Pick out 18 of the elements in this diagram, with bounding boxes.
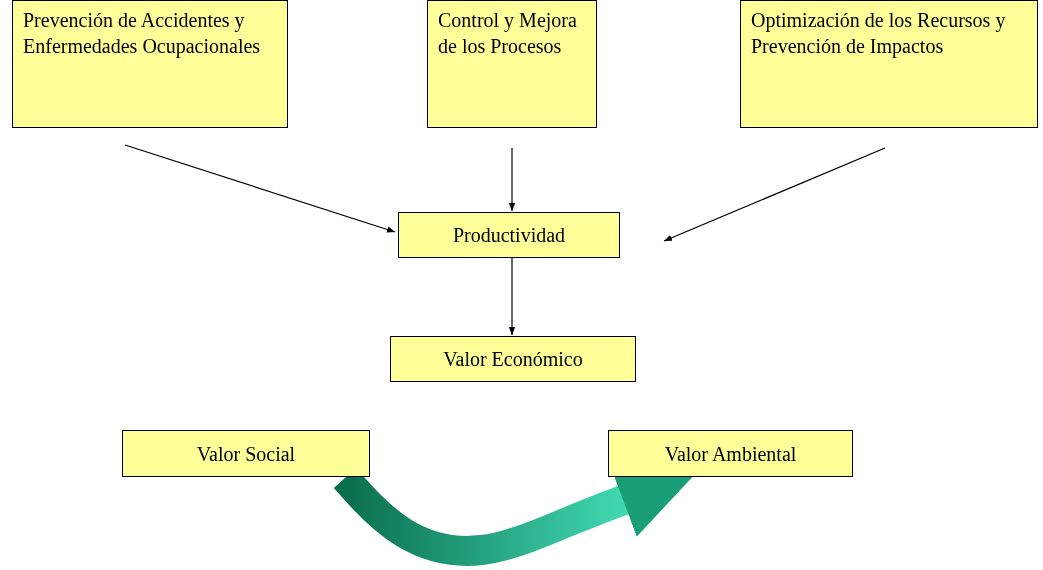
text-box: [427, 0, 597, 128]
text-box: [12, 0, 288, 128]
arrow: [124, 144, 396, 233]
text-box: [608, 430, 853, 477]
text-box: [390, 336, 636, 382]
box-label: Productividad: [452, 223, 566, 248]
box-label: Prevención de Accidentes y Enfermedades Ocupacionales: [23, 9, 261, 57]
box-label: Valor Ambiental: [664, 441, 797, 467]
text-box: [122, 430, 370, 477]
text-box: [740, 0, 1038, 128]
arrow: [508, 147, 516, 212]
box-label: Valor Económico: [443, 347, 583, 372]
box-label: Control y Mejora de los Procesos: [438, 9, 577, 57]
arrow: [663, 147, 886, 242]
text-box: [398, 212, 620, 258]
arrow: [508, 257, 516, 336]
box-label: Valor Social: [196, 441, 296, 467]
box-label: Optimización de los Recursos y Prevención de Impactos: [751, 9, 1006, 57]
